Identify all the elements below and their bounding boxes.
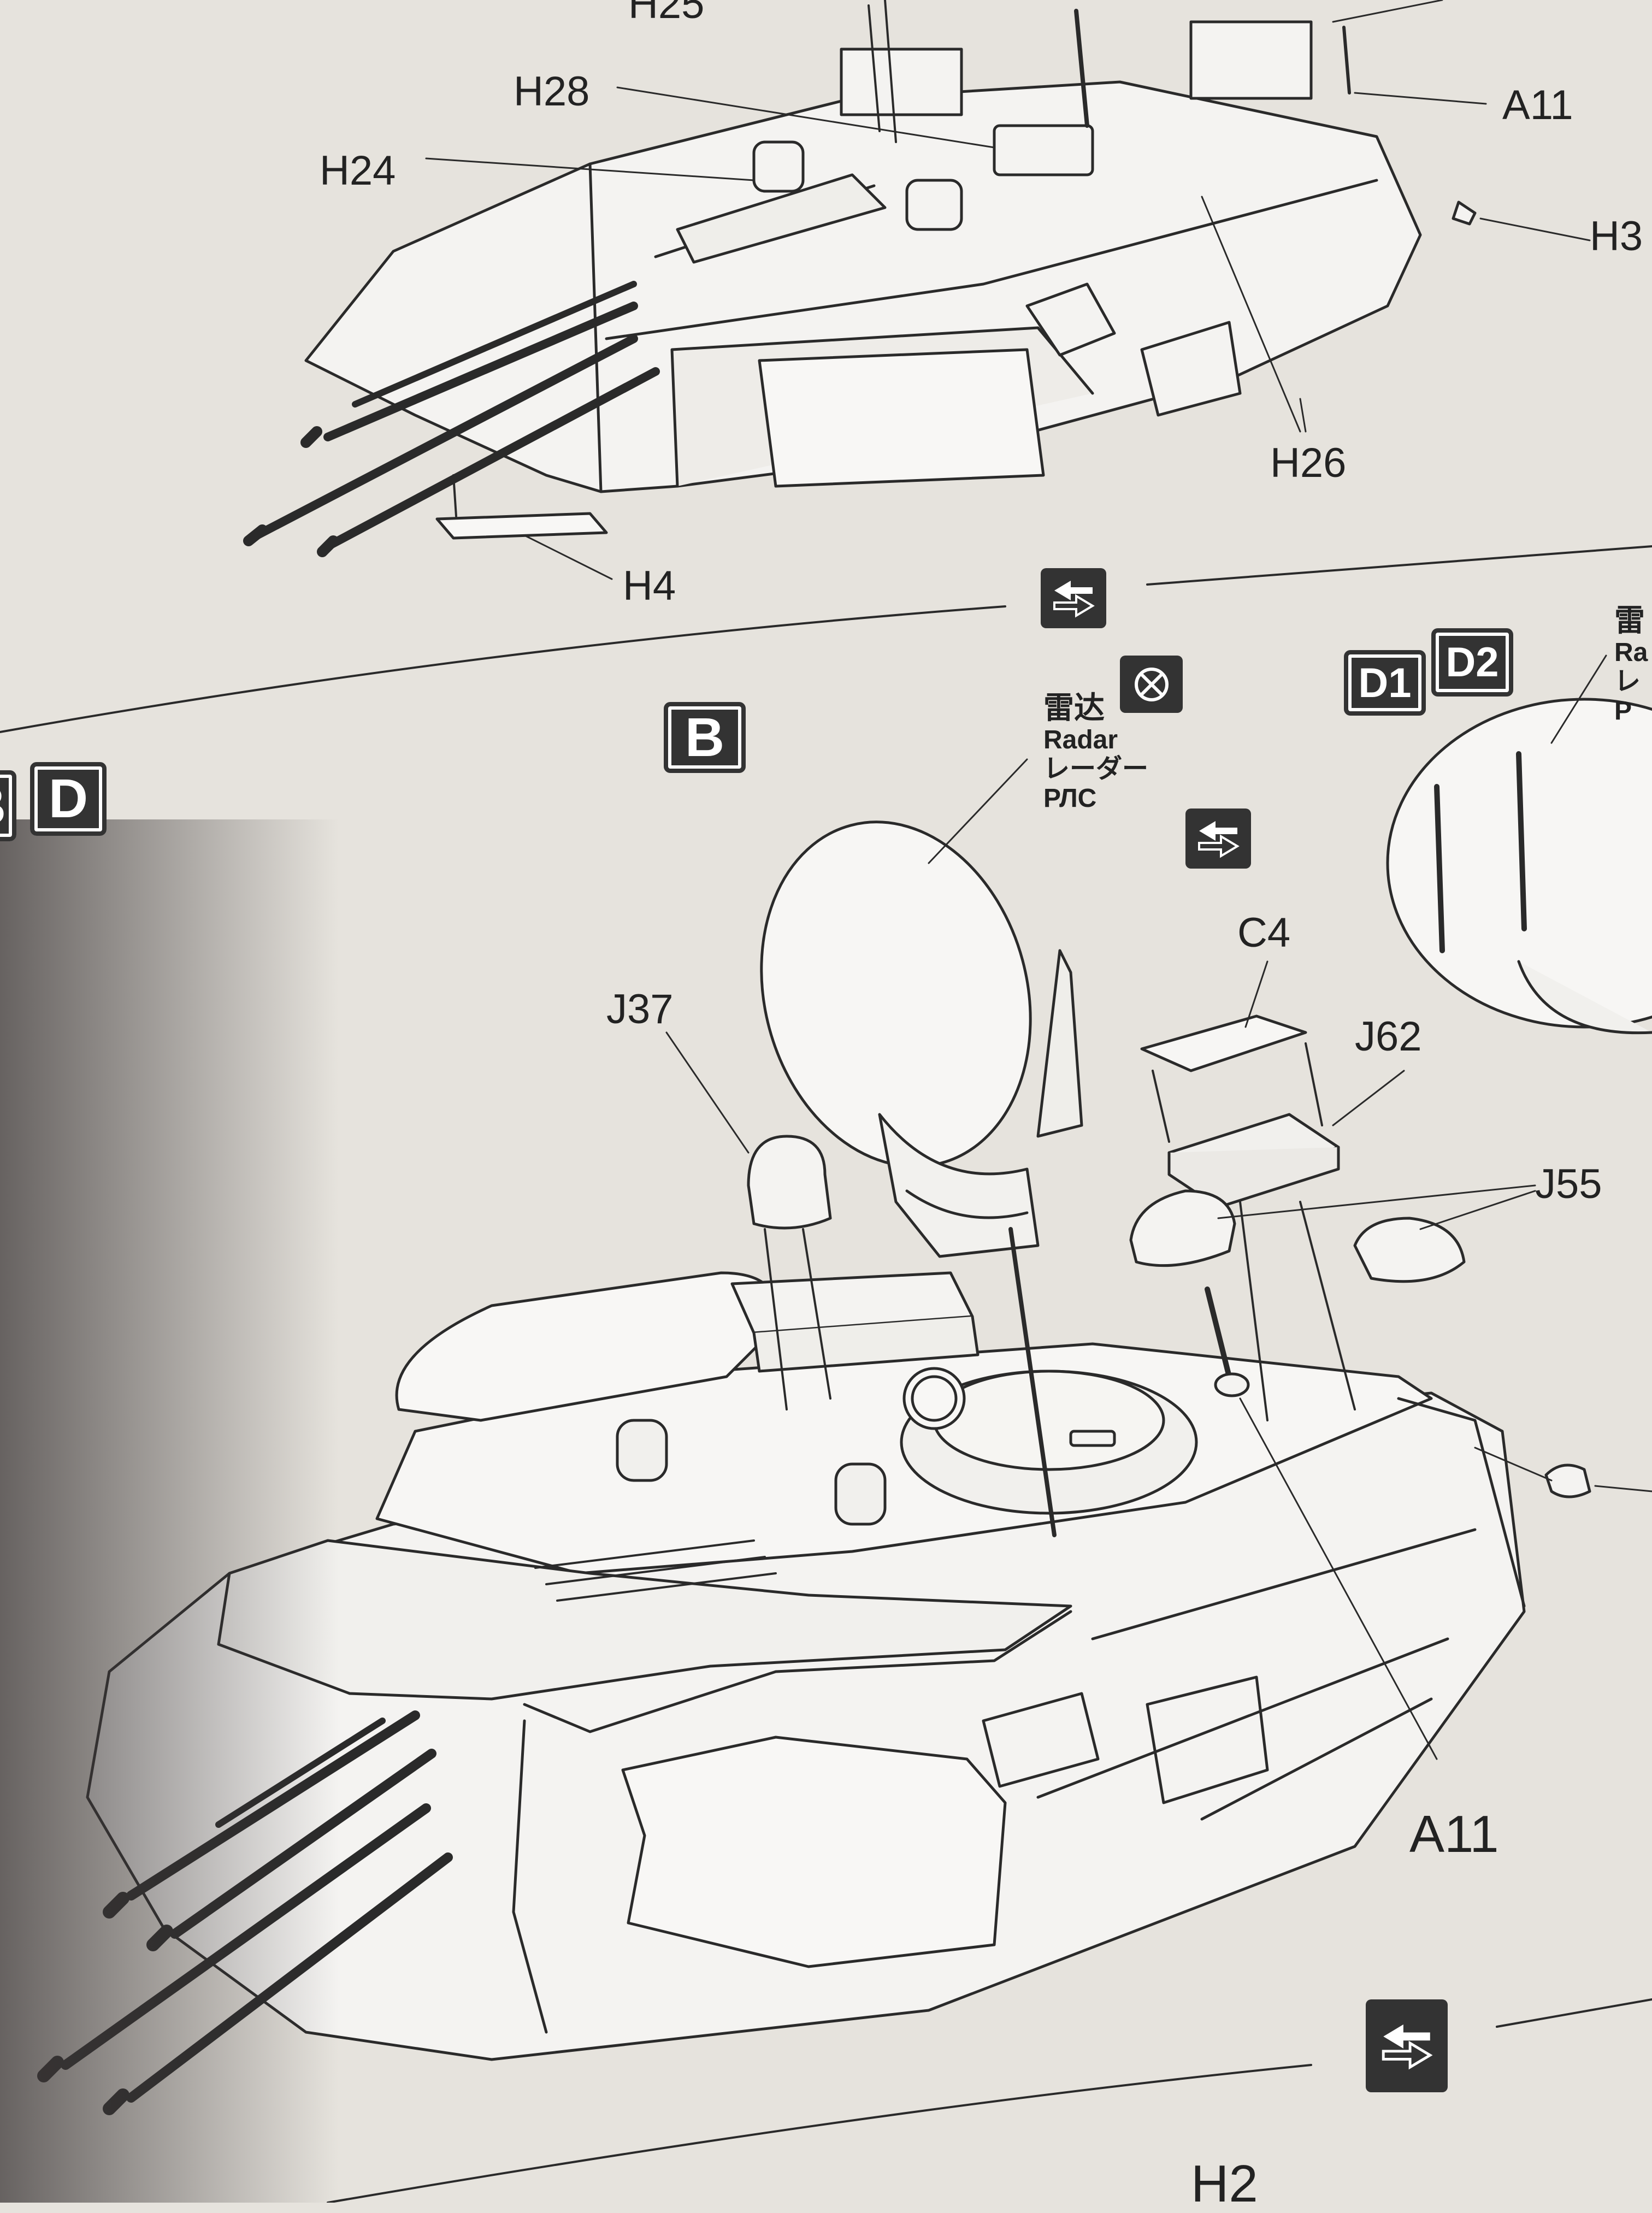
- section-divider-bottom: [327, 2064, 1312, 2203]
- label-h2-partial: H2: [1191, 2155, 1258, 2213]
- badge-d1: D1: [1344, 650, 1426, 716]
- radar-note-russian: РЛС: [1043, 784, 1097, 813]
- badge-b: B: [664, 702, 746, 773]
- top-turret-drawing: [243, 0, 1591, 580]
- radar-note-right-english: Ra: [1614, 638, 1648, 667]
- radar-note-right-japanese: レ: [1614, 667, 1641, 697]
- radar-note: 雷达 Radar レーダー РЛС: [1043, 691, 1148, 813]
- mirror-arrows-icon: [1041, 568, 1106, 628]
- label-a11-bottom: A11: [1409, 1805, 1499, 1863]
- badge-d2: D2: [1431, 628, 1513, 697]
- radar-note-right-russian: P: [1614, 697, 1632, 726]
- label-j55: J55: [1535, 1161, 1602, 1207]
- badge-d: D: [30, 762, 107, 836]
- crossed-circle-icon: [1120, 656, 1183, 713]
- label-h3: H3: [1590, 213, 1643, 259]
- label-c4: C4: [1237, 910, 1291, 956]
- label-h26: H26: [1270, 440, 1347, 486]
- mirror-arrows-icon: [1366, 1999, 1448, 2092]
- label-j37: J37: [606, 986, 674, 1032]
- radar-note-right-chinese: 雷: [1614, 603, 1645, 638]
- badge-b-partial: B: [0, 770, 16, 841]
- label-h4: H4: [623, 563, 676, 609]
- label-a11-top: A11: [1502, 82, 1573, 128]
- radar-note-right: 雷 Ra レ P: [1614, 603, 1648, 726]
- radar-note-english: Radar: [1043, 725, 1118, 754]
- radar-note-japanese: レーダー: [1043, 754, 1149, 784]
- section-divider-top: [0, 605, 1006, 733]
- label-j62: J62: [1355, 1013, 1422, 1060]
- mirror-arrows-icon: [1185, 809, 1251, 869]
- label-h25: H25: [628, 0, 705, 27]
- radar-note-chinese: 雷达: [1043, 691, 1105, 725]
- bottom-turret-drawing: [37, 654, 1652, 2115]
- label-h24: H24: [320, 147, 396, 194]
- label-h28: H28: [514, 68, 590, 115]
